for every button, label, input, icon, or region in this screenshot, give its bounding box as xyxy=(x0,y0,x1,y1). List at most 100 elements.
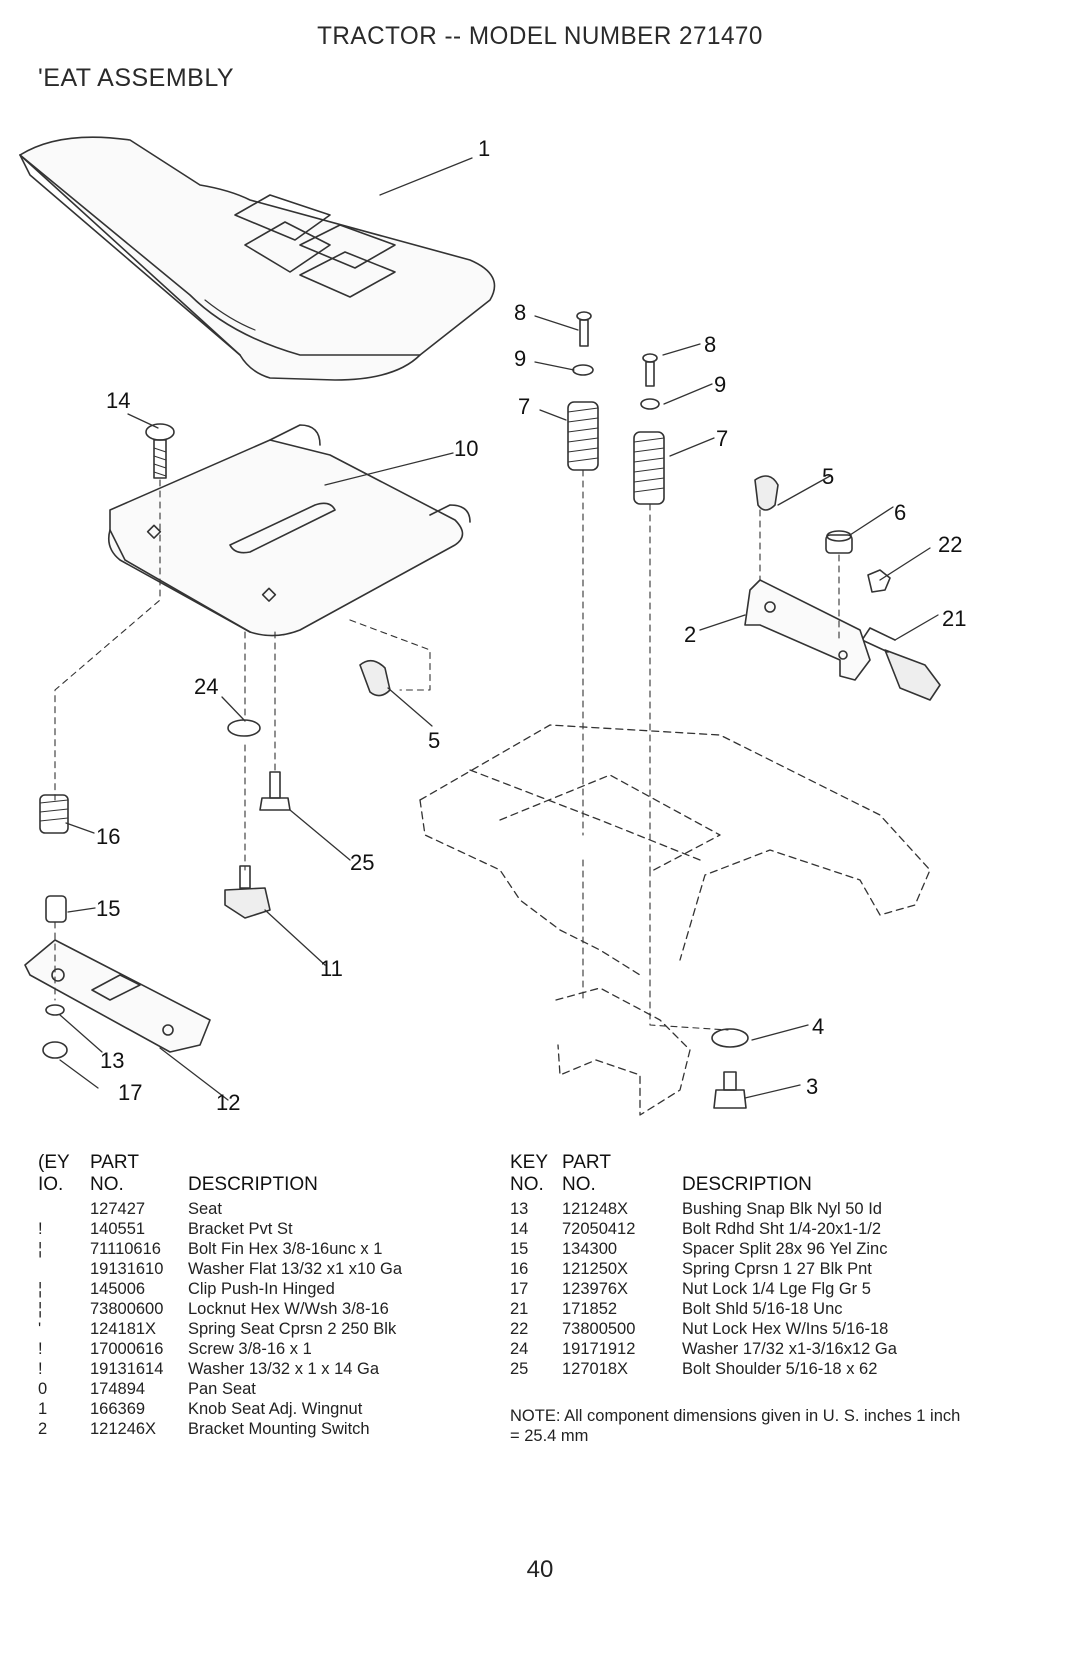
callout-25: 25 xyxy=(350,850,374,875)
pan-seat-part xyxy=(107,424,471,637)
spring-7-left xyxy=(567,401,599,471)
key-no: 16 xyxy=(510,1260,529,1278)
part-no: 134300 xyxy=(562,1240,618,1258)
key-no: 21 xyxy=(510,1300,529,1318)
part-no: 171852 xyxy=(562,1300,618,1318)
callout-24: 24 xyxy=(194,674,218,699)
callout-12: 12 xyxy=(216,1090,240,1115)
bolt-8-right xyxy=(642,353,658,387)
description: Bolt Fin Hex 3/8-16unc x 1 xyxy=(188,1240,383,1258)
callout-5-upper: 5 xyxy=(822,464,834,489)
callout-16: 16 xyxy=(96,824,120,849)
part-no: 17000616 xyxy=(90,1340,164,1358)
part-no: 72050412 xyxy=(562,1220,636,1238)
callout-2: 2 xyxy=(684,622,696,647)
bolt-3 xyxy=(713,1071,747,1109)
part-no: 174894 xyxy=(90,1380,146,1398)
part-no: 121246X xyxy=(90,1420,157,1438)
description: Pan Seat xyxy=(188,1380,256,1398)
bolt-8-left xyxy=(576,311,592,347)
callout-9-right: 9 xyxy=(714,372,726,397)
callout-8-left: 8 xyxy=(514,300,526,325)
key-no: 25 xyxy=(510,1360,529,1378)
description: Nut Lock 1/4 Lge Flg Gr 5 xyxy=(682,1280,871,1298)
part-no: 19171912 xyxy=(562,1340,636,1358)
description: Locknut Hex W/Wsh 3/8-16 xyxy=(188,1300,389,1318)
bolt-14-part xyxy=(145,423,175,479)
callout-9-left: 9 xyxy=(514,346,526,371)
key-no: ' xyxy=(38,1320,42,1338)
key-no: ¦ xyxy=(38,1300,43,1318)
part-no: 166369 xyxy=(90,1400,146,1418)
washer-9-right xyxy=(640,398,660,410)
header-description: DESCRIPTION xyxy=(682,1174,812,1195)
dimension-note: NOTE: All component dimensions given in … xyxy=(510,1406,970,1446)
key-no: 14 xyxy=(510,1220,529,1238)
description: Nut Lock Hex W/Ins 5/16-18 xyxy=(682,1320,889,1338)
callout-11: 11 xyxy=(320,956,343,981)
clip-5-upper xyxy=(754,475,779,511)
section-title: 'EAT ASSEMBLY xyxy=(38,64,235,92)
description: Bushing Snap Blk Nyl 50 Id xyxy=(682,1200,882,1218)
callout-7-left: 7 xyxy=(518,394,530,419)
part-no: 127427 xyxy=(90,1200,146,1218)
key-no: 2 xyxy=(38,1420,48,1438)
spring-16 xyxy=(39,794,69,834)
part-no: 71110616 xyxy=(90,1240,161,1258)
description: Spring Cprsn 1 27 Blk Pnt xyxy=(682,1260,872,1278)
part-no: 121248X xyxy=(562,1200,629,1218)
part-no: 127018X xyxy=(562,1360,629,1378)
key-no: ! xyxy=(38,1340,43,1358)
description: Knob Seat Adj. Wingnut xyxy=(188,1400,363,1418)
key-no: 13 xyxy=(510,1200,529,1218)
header-part-line2: NO. xyxy=(562,1174,596,1195)
screw-25 xyxy=(259,771,291,811)
part-no: 124181X xyxy=(90,1320,157,1338)
key-no: 1 xyxy=(38,1400,48,1418)
assembly-lines xyxy=(54,469,840,1031)
key-no: ¦ xyxy=(38,1240,43,1258)
note-label: NOTE: xyxy=(510,1407,561,1425)
key-no: 0 xyxy=(38,1380,48,1398)
bracket-switch-12 xyxy=(24,939,211,1053)
part-no: 19131614 xyxy=(90,1360,164,1378)
locknut-6 xyxy=(825,530,853,554)
bolt-21 xyxy=(861,627,941,701)
callout-3: 3 xyxy=(806,1074,818,1099)
callout-1: 1 xyxy=(478,136,490,161)
key-no: 17 xyxy=(510,1280,529,1298)
page-number: 40 xyxy=(526,1556,554,1583)
description: Spacer Split 28x 96 Yel Zinc xyxy=(682,1240,888,1258)
callout-21: 21 xyxy=(942,606,966,631)
header-key-line1: KEY xyxy=(510,1152,549,1173)
washer-24 xyxy=(227,719,261,737)
description: Seat xyxy=(188,1200,222,1218)
callout-13: 13 xyxy=(100,1048,124,1073)
description: Washer Flat 13/32 x1 x10 Ga xyxy=(188,1260,402,1278)
header-key-line2: NO. xyxy=(510,1174,544,1195)
description: Washer 13/32 x 1 x 14 Ga xyxy=(188,1360,380,1378)
header-part-line2: NO. xyxy=(90,1174,124,1195)
callout-6: 6 xyxy=(894,500,906,525)
description: Clip Push-In Hinged xyxy=(188,1280,335,1298)
key-no: 22 xyxy=(510,1320,529,1338)
callout-17: 17 xyxy=(118,1080,142,1105)
description: Bracket Pvt St xyxy=(188,1220,293,1238)
description: Spring Seat Cprsn 2 250 Blk xyxy=(188,1320,397,1338)
header-key-line2: IO. xyxy=(38,1174,64,1195)
note-text: All component dimensions given in U. S. … xyxy=(510,1407,961,1445)
part-no: 121250X xyxy=(562,1260,629,1278)
description: Screw 3/8-16 x 1 xyxy=(188,1340,312,1358)
header-description: DESCRIPTION xyxy=(188,1174,318,1195)
washer-9-left xyxy=(572,364,594,376)
description: Washer 17/32 x1-3/16x12 Ga xyxy=(682,1340,897,1358)
knob-11 xyxy=(224,865,271,919)
callout-15: 15 xyxy=(96,896,120,921)
header-key-line1: (EY xyxy=(38,1152,70,1173)
callout-14: 14 xyxy=(106,388,130,413)
tractor-frame-dashed xyxy=(419,724,931,1116)
seat-part xyxy=(19,136,496,381)
description: Bolt Shld 5/16-18 Unc xyxy=(682,1300,843,1318)
